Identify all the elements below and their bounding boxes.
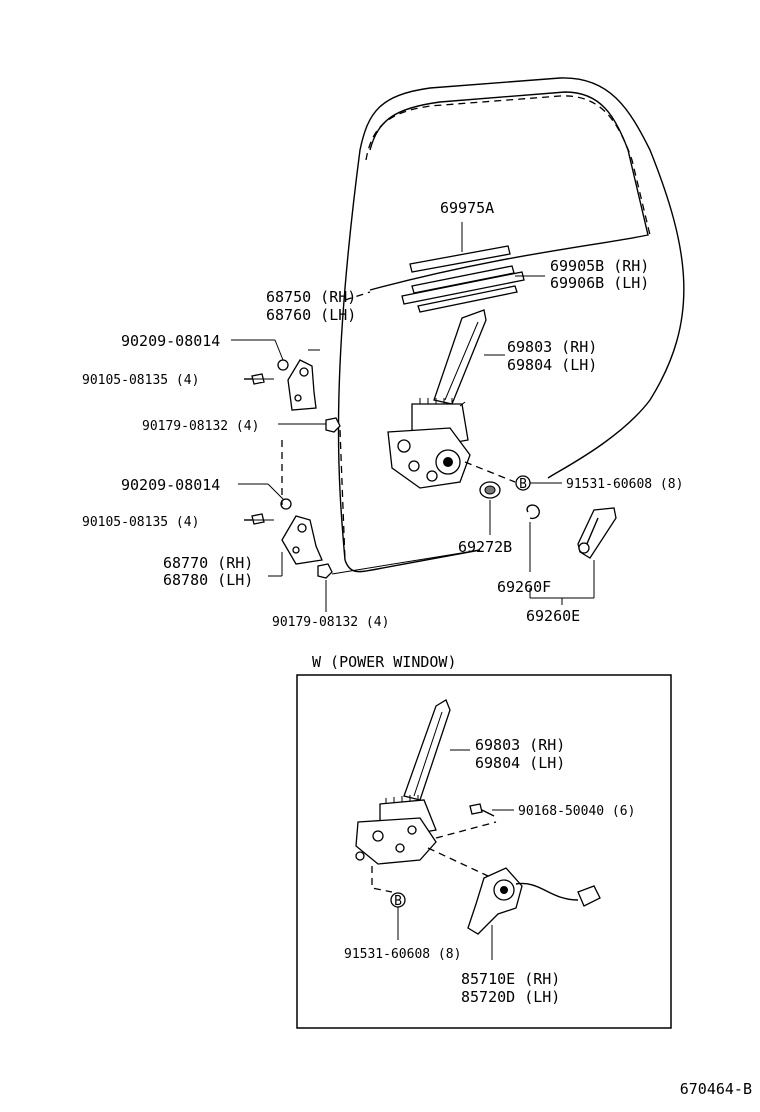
- label-69803-top: 69803 (RH): [507, 338, 597, 356]
- hinge-upper: [231, 291, 371, 433]
- power-window-regulator: [355, 699, 497, 893]
- svg-text:B: B: [394, 894, 402, 909]
- power-window-callouts: 69803 (RH) 69804 (LH) 90168-50040 (6) 91…: [344, 736, 635, 1006]
- label-69272b: 69272B: [458, 538, 512, 556]
- diagram-id: 670464-B: [680, 1080, 752, 1098]
- label-91531-top: 91531-60608 (8): [566, 477, 683, 492]
- label-90168: 90168-50040 (6): [518, 804, 635, 819]
- label-68760: 68760 (LH): [266, 306, 356, 324]
- label-68770: 68770 (RH): [163, 554, 253, 572]
- marker-b-top: B: [515, 475, 562, 492]
- spacer-69272b: [479, 481, 501, 535]
- label-69906b: 69906B (LH): [550, 274, 649, 292]
- window-motor: [467, 867, 601, 960]
- bolt-90168: [469, 803, 514, 817]
- label-85720d: 85720D (LH): [461, 988, 560, 1006]
- label-68780: 68780 (LH): [163, 571, 253, 589]
- label-69803-bottom: 69803 (RH): [475, 736, 565, 754]
- label-69804-top: 69804 (LH): [507, 356, 597, 374]
- label-91531-bottom: 91531-60608 (8): [344, 947, 461, 962]
- label-69975a: 69975A: [440, 199, 494, 217]
- label-69260e: 69260E: [526, 607, 580, 625]
- marker-b-bottom: B: [390, 892, 406, 940]
- label-90179-a: 90179-08132 (4): [142, 419, 259, 434]
- manual-window-regulator: [387, 309, 516, 489]
- label-69804-bottom: 69804 (LH): [475, 754, 565, 772]
- label-69905b: 69905B (RH): [550, 257, 649, 275]
- label-90105-a: 90105-08135 (4): [82, 373, 199, 388]
- svg-text:B: B: [519, 477, 527, 492]
- regulator-handle: [526, 504, 617, 605]
- label-85710e: 85710E (RH): [461, 970, 560, 988]
- top-callouts: 69975A 69905B (RH) 69906B (LH) 68750 (RH…: [82, 199, 683, 630]
- door-frame: [337, 77, 685, 573]
- section-title: W (POWER WINDOW): [312, 653, 457, 671]
- label-90179-b: 90179-08132 (4): [272, 615, 389, 630]
- glass-run-strips: [401, 222, 545, 313]
- label-68750: 68750 (RH): [266, 288, 356, 306]
- label-90209-a: 90209-08014: [121, 332, 220, 350]
- label-90209-b: 90209-08014: [121, 476, 220, 494]
- power-window-panel: [296, 674, 672, 1029]
- hinge-lower: [238, 483, 481, 612]
- label-90105-b: 90105-08135 (4): [82, 515, 199, 530]
- label-69260f: 69260F: [497, 578, 551, 596]
